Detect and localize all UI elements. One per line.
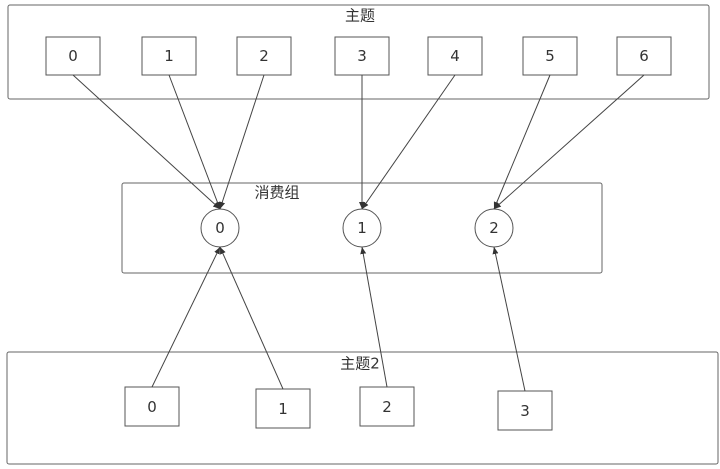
topic2-to-consumer-arrow — [492, 246, 526, 392]
topic2-partition-label: 0 — [147, 398, 157, 416]
topic2-to-consumer-arrow — [151, 246, 221, 388]
consumer-label: 0 — [215, 219, 225, 237]
consumer-label: 1 — [357, 219, 367, 237]
consumer-label: 2 — [489, 219, 499, 237]
topic-to-consumer-arrow — [361, 74, 456, 210]
topic-partition-label: 6 — [639, 47, 649, 65]
topic-partition-label: 5 — [545, 47, 555, 65]
topic-to-consumer-arrow — [493, 74, 551, 210]
topic-partition-box[interactable] — [236, 36, 292, 76]
topic2-to-consumer-arrow — [360, 246, 388, 388]
topic-to-consumer-arrow — [168, 74, 221, 210]
topic-to-consumer-arrow — [493, 74, 645, 210]
topic-container — [7, 4, 710, 100]
topic-partition-label: 1 — [164, 47, 174, 65]
topic-partition-box[interactable] — [616, 36, 672, 76]
topic2-title: 主题2 — [340, 354, 380, 373]
topic-partition-label: 3 — [357, 47, 367, 65]
topic-to-consumer-arrow — [219, 74, 265, 210]
topic-partition-box[interactable] — [334, 36, 390, 76]
topic-partition-label: 0 — [68, 47, 78, 65]
topic-to-consumer-arrow — [72, 74, 221, 210]
topic2-partition-box[interactable] — [359, 386, 415, 427]
topic2-partition-box[interactable] — [255, 388, 311, 429]
topic2-partition-box[interactable] — [124, 386, 180, 427]
topic2-partition-label: 1 — [278, 400, 288, 418]
topic-partition-box[interactable] — [522, 36, 578, 76]
consumer-group-title: 消费组 — [254, 183, 300, 202]
topic2-partition-label: 2 — [382, 398, 392, 416]
topic2-partition-label: 3 — [520, 402, 530, 420]
topic-partition-box[interactable] — [427, 36, 483, 76]
topic-partition-box[interactable] — [45, 36, 101, 76]
topic-partition-label: 4 — [450, 47, 460, 65]
topic2-container — [6, 351, 719, 465]
topic2-to-consumer-arrow — [219, 246, 284, 390]
topic-title: 主题 — [344, 6, 376, 25]
topic-partition-label: 2 — [259, 47, 269, 65]
